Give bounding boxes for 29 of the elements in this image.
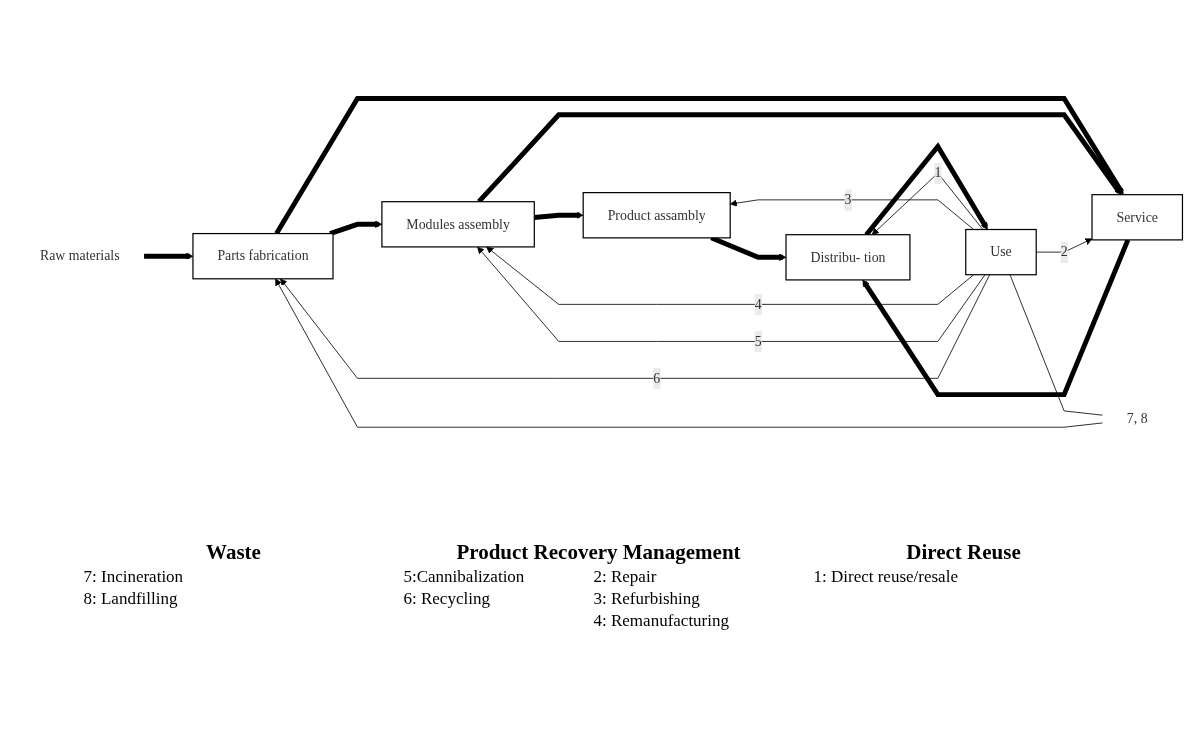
node-box: Parts fabrication <box>191 232 334 280</box>
arrow <box>143 252 193 260</box>
node-box: Distribu- tion <box>784 234 911 281</box>
arrow <box>328 220 382 236</box>
legend-note: 1: Direct reuse/resale <box>813 567 959 587</box>
node-box: Product assambly <box>582 191 731 239</box>
edge-label: 3 <box>844 191 851 208</box>
legend-note: 5:Cannibalization <box>403 567 526 587</box>
legend-note: 2: Repair <box>593 567 658 587</box>
edge-label: 2 <box>1060 244 1068 260</box>
legend-note: 6: Recycling <box>403 589 491 609</box>
arrow <box>533 211 583 220</box>
node-text: Raw materials <box>39 248 120 264</box>
node-box: Service <box>1090 193 1183 241</box>
category-heading: Waste <box>205 540 262 565</box>
node-box: Modules assembly <box>380 201 535 248</box>
edge-label: 5 <box>754 333 762 349</box>
edge-label: 4 <box>754 296 762 312</box>
edge-label: 1 <box>933 165 941 181</box>
legend-note: 7: Incineration <box>83 567 185 587</box>
legend-note: 3: Refurbishing <box>593 589 701 609</box>
category-heading: Product Recovery Management <box>455 540 742 565</box>
node-box: Use <box>964 228 1037 276</box>
edge-label: 6 <box>652 370 660 386</box>
connector <box>1009 274 1103 416</box>
legend-note: 8: Landfilling <box>83 589 179 609</box>
node-text: 7, 8 <box>1126 411 1148 427</box>
legend-note: 4: Remanufacturing <box>593 611 730 631</box>
category-heading: Direct Reuse <box>905 540 1022 565</box>
